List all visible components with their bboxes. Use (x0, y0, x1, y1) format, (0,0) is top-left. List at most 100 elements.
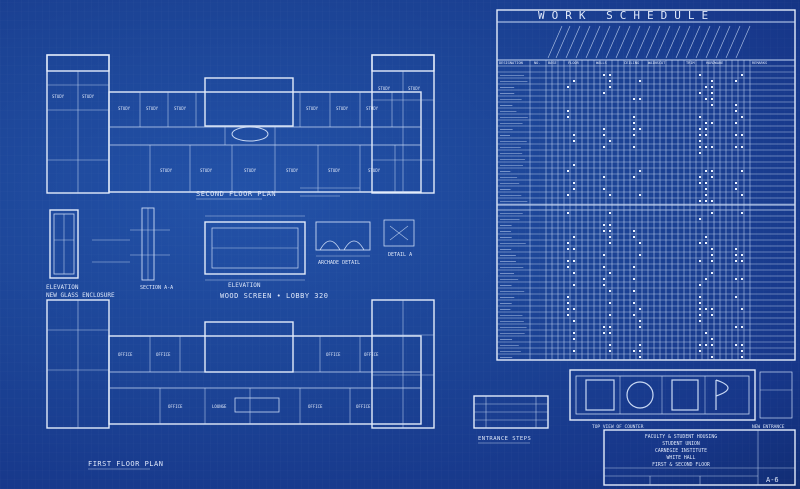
schedule-mark (705, 188, 707, 190)
svg-text:STUDY: STUDY (328, 168, 341, 173)
svg-text:STUDY: STUDY (366, 106, 379, 111)
col-hardware: HARDWARE (706, 61, 723, 65)
schedule-mark (699, 134, 701, 136)
svg-text:STUDY: STUDY (368, 168, 381, 173)
enclosure-elevation-drawing (49, 207, 170, 281)
schedule-mark (639, 356, 641, 358)
schedule-mark (699, 152, 701, 154)
schedule-mark (705, 86, 707, 88)
schedule-mark (705, 146, 707, 148)
second-floor-plan-title: SECOND FLOOR PLAN (196, 190, 276, 198)
schedule-mark (633, 134, 635, 136)
schedule-mark (567, 266, 569, 268)
schedule-mark (633, 350, 635, 352)
schedule-mark (633, 266, 635, 268)
schedule-mark (639, 98, 641, 100)
col-remarks: REMARKS (752, 61, 767, 65)
schedule-mark (699, 242, 701, 244)
entrance-steps-title: ENTRANCE STEPS (478, 436, 531, 442)
section-title: SECTION A-A (140, 285, 173, 291)
schedule-mark (699, 260, 701, 262)
svg-text:STUDY: STUDY (52, 94, 65, 99)
schedule-mark (699, 74, 701, 76)
schedule-mark (633, 314, 635, 316)
schedule-mark (603, 128, 605, 130)
title-line-5: FIRST & SECOND FLOOR (652, 462, 710, 468)
schedule-mark (699, 320, 701, 322)
first-floor-plan-title: FIRST FLOOR PLAN (88, 460, 163, 468)
svg-text:STUDY: STUDY (200, 168, 213, 173)
schedule-mark (699, 92, 701, 94)
title-line-2: STUDENT UNION (662, 441, 700, 447)
svg-text:STUDY: STUDY (244, 168, 257, 173)
svg-text:OFFICE: OFFICE (356, 404, 371, 409)
counter-note: TOP VIEW OF COUNTER (592, 424, 644, 430)
schedule-mark (705, 194, 707, 196)
wood-screen-title: WOOD SCREEN • LOBBY 320 (220, 292, 328, 300)
schedule-mark (741, 260, 743, 262)
schedule-mark (603, 266, 605, 268)
work-schedule-title: WORK SCHEDULE (538, 9, 715, 22)
schedule-mark (705, 278, 707, 280)
schedule-mark (699, 284, 701, 286)
schedule-mark (603, 224, 605, 226)
svg-text:STUDY: STUDY (286, 168, 299, 173)
schedule-mark (639, 320, 641, 322)
svg-text:LOUNGE: LOUNGE (212, 404, 227, 409)
schedule-mark (711, 92, 713, 94)
schedule-mark (639, 344, 641, 346)
schedule-mark (711, 200, 713, 202)
schedule-mark (639, 128, 641, 130)
enclosure-title: NEW GLASS ENCLOSURE (46, 292, 115, 299)
schedule-mark (711, 104, 713, 106)
schedule-mark (639, 170, 641, 172)
schedule-mark (711, 254, 713, 256)
schedule-mark (639, 326, 641, 328)
schedule-mark (705, 122, 707, 124)
schedule-mark (639, 254, 641, 256)
schedule-mark (603, 284, 605, 286)
schedule-mark (609, 290, 611, 292)
schedule-mark (735, 188, 737, 190)
schedule-mark (573, 164, 575, 166)
schedule-mark (711, 98, 713, 100)
schedule-mark (609, 230, 611, 232)
schedule-mark (711, 344, 713, 346)
schedule-mark (699, 302, 701, 304)
schedule-mark (567, 86, 569, 88)
schedule-mark (603, 134, 605, 136)
schedule-mark (705, 170, 707, 172)
screen-elevation-label: ELEVATION (228, 282, 261, 289)
schedule-mark (567, 248, 569, 250)
schedule-mark (573, 260, 575, 262)
schedule-mark (711, 314, 713, 316)
schedule-mark (735, 110, 737, 112)
schedule-mark (567, 110, 569, 112)
schedule-mark (573, 338, 575, 340)
schedule-mark (741, 326, 743, 328)
schedule-mark (633, 302, 635, 304)
title-line-1: FACULTY & STUDENT HOUSING (645, 434, 717, 440)
schedule-mark (711, 212, 713, 214)
schedule-mark (573, 248, 575, 250)
schedule-mark (705, 200, 707, 202)
schedule-mark (735, 104, 737, 106)
schedule-mark (735, 344, 737, 346)
schedule-mark (609, 302, 611, 304)
schedule-mark (609, 272, 611, 274)
schedule-mark (609, 80, 611, 82)
new-entrance-label: NEW ENTRANCE (752, 424, 785, 430)
entrance-steps-drawing (473, 395, 549, 429)
schedule-mark (699, 200, 701, 202)
schedule-mark (603, 326, 605, 328)
title-line-3: CARNEGIE INSTITUTE (655, 448, 707, 454)
schedule-mark (573, 308, 575, 310)
work-schedule-table (496, 9, 796, 361)
schedule-mark (567, 296, 569, 298)
svg-text:OFFICE: OFFICE (156, 352, 171, 357)
schedule-mark (705, 182, 707, 184)
svg-text:STUDY: STUDY (408, 86, 421, 91)
schedule-mark (699, 296, 701, 298)
schedule-mark (567, 170, 569, 172)
